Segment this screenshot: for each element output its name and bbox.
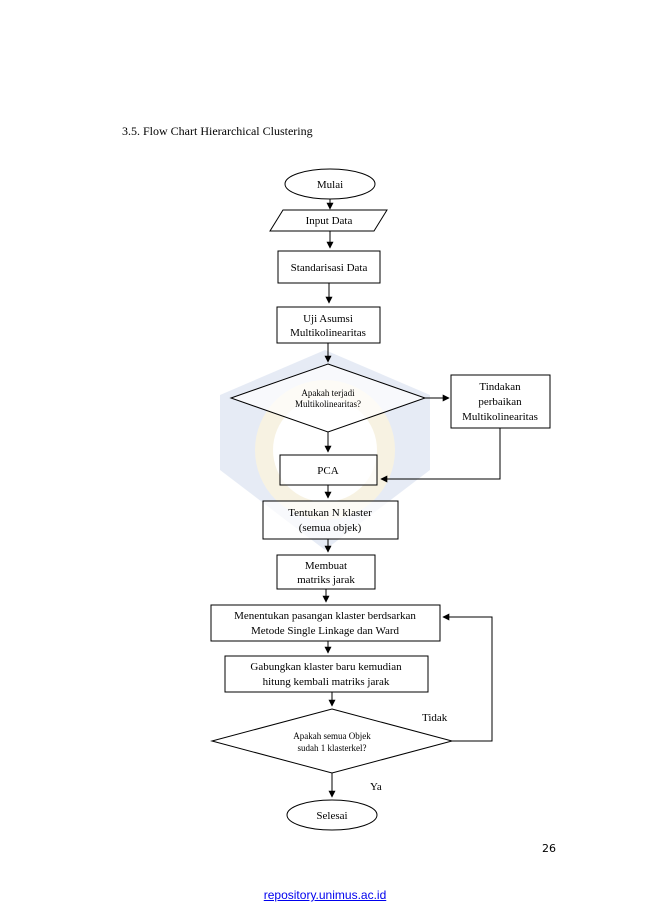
distance-matrix-line-2: matriks jarak (297, 574, 355, 586)
n-clusters-line-1: Tentukan N klaster (288, 507, 372, 519)
remedy-line-1: Tindakan (479, 381, 521, 393)
merge-process: Gabungkan klaster baru kemudian hitung k… (224, 655, 429, 693)
decision-2-line-1: Apakah semua Objek (293, 731, 371, 741)
assumption-test-process: Uji Asumsi Multikolinearitas (276, 306, 381, 344)
distance-matrix-line-1: Membuat (305, 560, 347, 572)
end-label: Selesai (316, 810, 347, 822)
standardize-label: Standarisasi Data (291, 262, 368, 274)
end-terminal: Selesai (286, 799, 378, 831)
standardize-process: Standarisasi Data (277, 250, 381, 284)
start-terminal: Mulai (284, 168, 376, 200)
label-yes: Ya (370, 781, 382, 793)
start-label: Mulai (317, 179, 343, 191)
label-no: Tidak (422, 712, 448, 724)
pair-clusters-line-1: Menentukan pasangan klaster berdsarkan (234, 610, 416, 622)
pca-label: PCA (317, 465, 338, 477)
merge-line-2: hitung kembali matriks jarak (263, 676, 390, 688)
section-heading: 3.5. Flow Chart Hierarchical Clustering (122, 124, 313, 138)
input-label: Input Data (306, 215, 353, 227)
decision-2-line-2: sudah 1 klasterkel? (298, 743, 367, 753)
all-objects-decision: Apakah semua Objek sudah 1 klasterkel? (210, 708, 454, 774)
pair-clusters-line-2: Metode Single Linkage dan Ward (251, 625, 399, 637)
merge-line-1: Gabungkan klaster baru kemudian (250, 661, 402, 673)
remedy-line-2: perbaikan (478, 396, 522, 408)
decision-1-line-2: Multikolinearitas? (295, 399, 361, 409)
n-clusters-process: Tentukan N klaster (semua objek) (262, 500, 399, 540)
pair-clusters-process: Menentukan pasangan klaster berdsarkan M… (210, 604, 441, 642)
page-number: 26 (542, 842, 556, 855)
repository-link[interactable]: repository.unimus.ac.id (263, 888, 387, 902)
decision-1-line-1: Apakah terjadi (301, 388, 355, 398)
arrow-remedy-pca (380, 428, 501, 483)
input-parallelogram: Input Data (269, 209, 388, 232)
n-clusters-line-2: (semua objek) (299, 522, 362, 534)
remedy-process: Tindakan perbaikan Multikolinearitas (450, 374, 551, 429)
remedy-line-3: Multikolinearitas (462, 411, 538, 423)
arrow-decision-loop (442, 613, 493, 742)
distance-matrix-process: Membuat matriks jarak (276, 554, 376, 590)
assumption-test-line-2: Multikolinearitas (290, 327, 366, 339)
pca-process: PCA (279, 454, 378, 486)
assumption-test-line-1: Uji Asumsi (303, 313, 353, 325)
